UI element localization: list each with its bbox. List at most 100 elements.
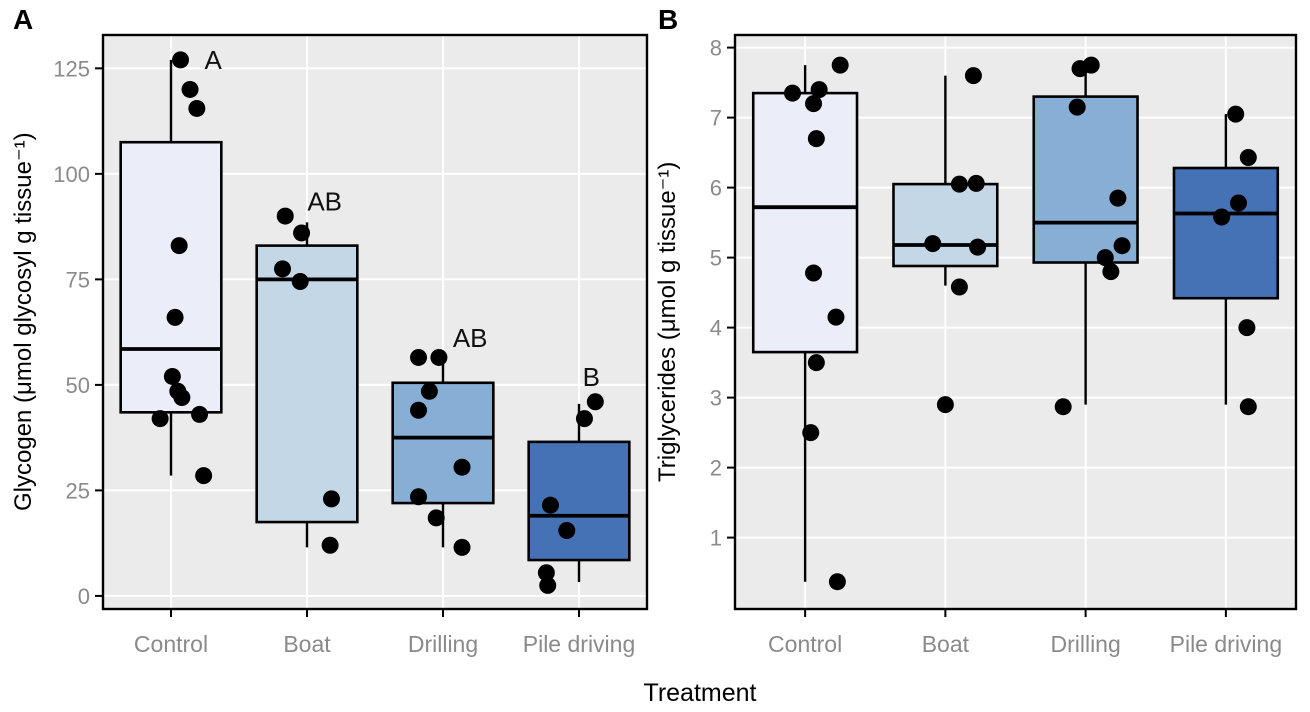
panel-letter-a: A bbox=[13, 4, 34, 35]
data-point bbox=[1239, 398, 1257, 416]
data-point bbox=[784, 84, 802, 102]
x-category-label: Drilling bbox=[1050, 631, 1120, 657]
data-point bbox=[1213, 208, 1231, 226]
y-tick-label: 8 bbox=[710, 36, 722, 61]
boxplot-box bbox=[1172, 166, 1280, 300]
data-point bbox=[274, 260, 292, 278]
data-point bbox=[453, 538, 471, 556]
data-point bbox=[173, 389, 191, 407]
data-point bbox=[170, 237, 188, 255]
x-axis-title: Treatment bbox=[643, 679, 757, 707]
y-tick-label: 50 bbox=[66, 373, 90, 398]
data-point bbox=[828, 573, 846, 591]
data-point bbox=[807, 354, 825, 372]
y-axis-title-glycogen: Glycogen (μmol glycosyl g tissue⁻¹) bbox=[10, 132, 37, 512]
boxplot-box bbox=[391, 381, 495, 505]
y-tick-label: 125 bbox=[53, 56, 90, 81]
data-point bbox=[539, 576, 557, 594]
x-category-label: Control bbox=[134, 631, 208, 657]
data-point bbox=[420, 382, 438, 400]
panel-letter-b: B bbox=[658, 4, 679, 35]
data-point bbox=[293, 224, 311, 242]
y-tick-label: 3 bbox=[710, 386, 722, 411]
data-point bbox=[195, 467, 213, 485]
data-point bbox=[950, 175, 968, 193]
panel-border bbox=[733, 33, 1298, 611]
boxplot-box bbox=[255, 244, 359, 524]
data-point bbox=[276, 207, 294, 225]
data-point bbox=[805, 264, 823, 282]
data-point bbox=[831, 56, 849, 74]
y-tick-label: 0 bbox=[78, 584, 90, 609]
data-point bbox=[1054, 398, 1072, 416]
y-tick-label: 6 bbox=[710, 176, 722, 201]
data-point bbox=[430, 348, 448, 366]
panel-border bbox=[101, 33, 649, 611]
data-point bbox=[151, 410, 169, 428]
x-category-label: Drilling bbox=[408, 631, 478, 657]
y-tick-label: 2 bbox=[710, 456, 722, 481]
data-point bbox=[1229, 194, 1247, 212]
data-point bbox=[1096, 249, 1114, 267]
data-point bbox=[558, 521, 576, 539]
y-tick-label: 4 bbox=[710, 316, 722, 341]
data-point bbox=[1102, 263, 1120, 281]
boxplot-box bbox=[1032, 95, 1139, 264]
data-point bbox=[827, 308, 845, 326]
data-point bbox=[802, 424, 820, 442]
significance-letter: A bbox=[204, 45, 222, 75]
data-point bbox=[1109, 189, 1127, 207]
boxplot-box bbox=[751, 91, 859, 354]
data-point bbox=[1068, 98, 1086, 116]
x-category-label: Pile driving bbox=[523, 631, 636, 657]
significance-letter: AB bbox=[307, 187, 342, 217]
data-point bbox=[427, 509, 445, 527]
data-point bbox=[969, 238, 987, 256]
y-tick-label: 5 bbox=[710, 246, 722, 271]
data-point bbox=[172, 51, 190, 69]
data-point bbox=[936, 396, 954, 414]
y-tick-label: 25 bbox=[66, 478, 90, 503]
data-point bbox=[967, 174, 985, 192]
data-point bbox=[322, 490, 340, 508]
y-axis-title-triglycerides: Triglycerides (μmol g tissue⁻¹) bbox=[654, 161, 681, 483]
data-point bbox=[181, 80, 199, 98]
data-point bbox=[1239, 149, 1257, 166]
y-tick-label: 75 bbox=[66, 267, 90, 292]
x-category-label: Pile driving bbox=[1170, 631, 1283, 657]
data-point bbox=[410, 401, 428, 419]
data-point bbox=[166, 308, 184, 326]
data-point bbox=[541, 496, 559, 514]
data-point bbox=[1071, 60, 1089, 78]
data-point bbox=[1113, 237, 1131, 255]
data-point bbox=[810, 81, 828, 99]
data-point bbox=[1238, 319, 1256, 337]
y-tick-label: 7 bbox=[710, 106, 722, 131]
data-point bbox=[410, 488, 428, 506]
data-point bbox=[537, 564, 555, 582]
data-point bbox=[321, 536, 339, 554]
data-point bbox=[950, 278, 968, 296]
x-category-label: Control bbox=[768, 631, 842, 657]
data-point bbox=[1227, 105, 1245, 123]
data-point bbox=[191, 405, 209, 423]
significance-letter: AB bbox=[453, 323, 488, 353]
significance-letter: B bbox=[583, 362, 600, 392]
data-point bbox=[291, 272, 309, 290]
y-tick-label: 100 bbox=[53, 162, 90, 187]
data-point bbox=[188, 99, 206, 117]
y-tick-label: 1 bbox=[710, 526, 722, 551]
boxplot-box bbox=[119, 140, 223, 414]
data-point bbox=[163, 367, 181, 385]
data-point bbox=[410, 348, 428, 366]
x-category-label: Boat bbox=[922, 631, 970, 657]
data-point bbox=[453, 458, 471, 476]
data-point bbox=[807, 130, 825, 148]
data-point bbox=[586, 393, 604, 411]
data-point bbox=[924, 235, 942, 253]
data-point bbox=[805, 95, 823, 113]
x-category-label: Boat bbox=[283, 631, 331, 657]
data-point bbox=[964, 67, 982, 85]
